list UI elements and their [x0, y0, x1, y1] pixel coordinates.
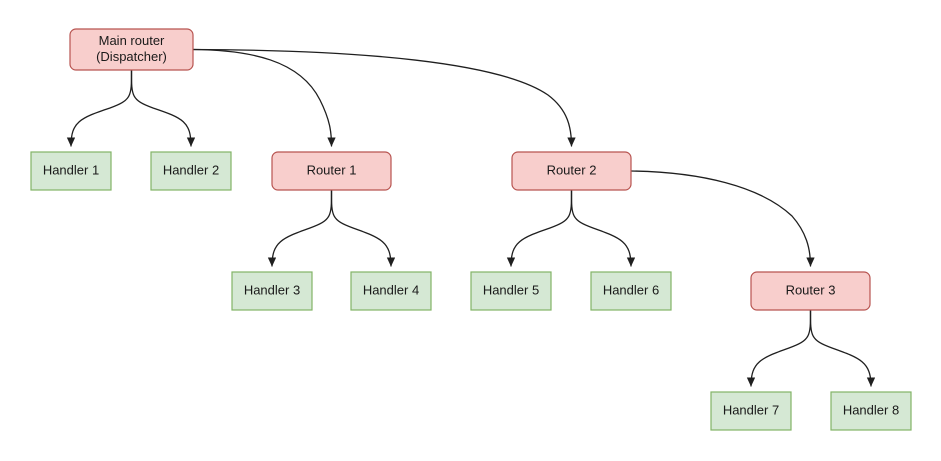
- node-handler-6[interactable]: Handler 6: [590, 271, 672, 311]
- node-box-router-3[interactable]: [750, 271, 871, 311]
- node-handler-5[interactable]: Handler 5: [470, 271, 552, 311]
- edge-router-2-to-router-3: [630, 170, 815, 267]
- node-handler-1[interactable]: Handler 1: [30, 151, 112, 191]
- edge-router-3-to-handler-8: [809, 309, 876, 387]
- node-router-2[interactable]: Router 2: [511, 151, 632, 191]
- node-box-handler-3[interactable]: [231, 271, 313, 311]
- node-box-main-router[interactable]: [69, 28, 194, 71]
- node-box-handler-7[interactable]: [710, 391, 792, 431]
- node-main-router[interactable]: Main router(Dispatcher): [69, 28, 194, 71]
- nodes-layer: Main router(Dispatcher) Handler 1 Handler …: [30, 28, 912, 431]
- edge-router-1-to-handler-4: [330, 189, 396, 267]
- edge-main-to-handler-2: [130, 69, 196, 147]
- node-box-handler-5[interactable]: [470, 271, 552, 311]
- edge-router-1-to-handler-3: [267, 189, 333, 267]
- node-router-3[interactable]: Router 3: [750, 271, 871, 311]
- edge-main-to-router-1: [192, 48, 336, 147]
- edge-main-to-handler-1: [66, 69, 133, 147]
- edge-main-to-router-2: [192, 48, 576, 147]
- node-box-handler-8[interactable]: [830, 391, 912, 431]
- node-handler-3[interactable]: Handler 3: [231, 271, 313, 311]
- edges-layer: [66, 48, 876, 387]
- node-box-handler-1[interactable]: [30, 151, 112, 191]
- node-handler-2[interactable]: Handler 2: [150, 151, 232, 191]
- node-handler-4[interactable]: Handler 4: [350, 271, 432, 311]
- node-router-1[interactable]: Router 1: [271, 151, 392, 191]
- edge-router-2-to-handler-6: [570, 189, 636, 267]
- node-box-handler-4[interactable]: [350, 271, 432, 311]
- node-box-router-2[interactable]: [511, 151, 632, 191]
- node-box-handler-2[interactable]: [150, 151, 232, 191]
- node-handler-8[interactable]: Handler 8: [830, 391, 912, 431]
- edge-router-3-to-handler-7: [746, 309, 812, 387]
- node-handler-7[interactable]: Handler 7: [710, 391, 792, 431]
- edge-router-2-to-handler-5: [506, 189, 573, 267]
- node-box-router-1[interactable]: [271, 151, 392, 191]
- node-box-handler-6[interactable]: [590, 271, 672, 311]
